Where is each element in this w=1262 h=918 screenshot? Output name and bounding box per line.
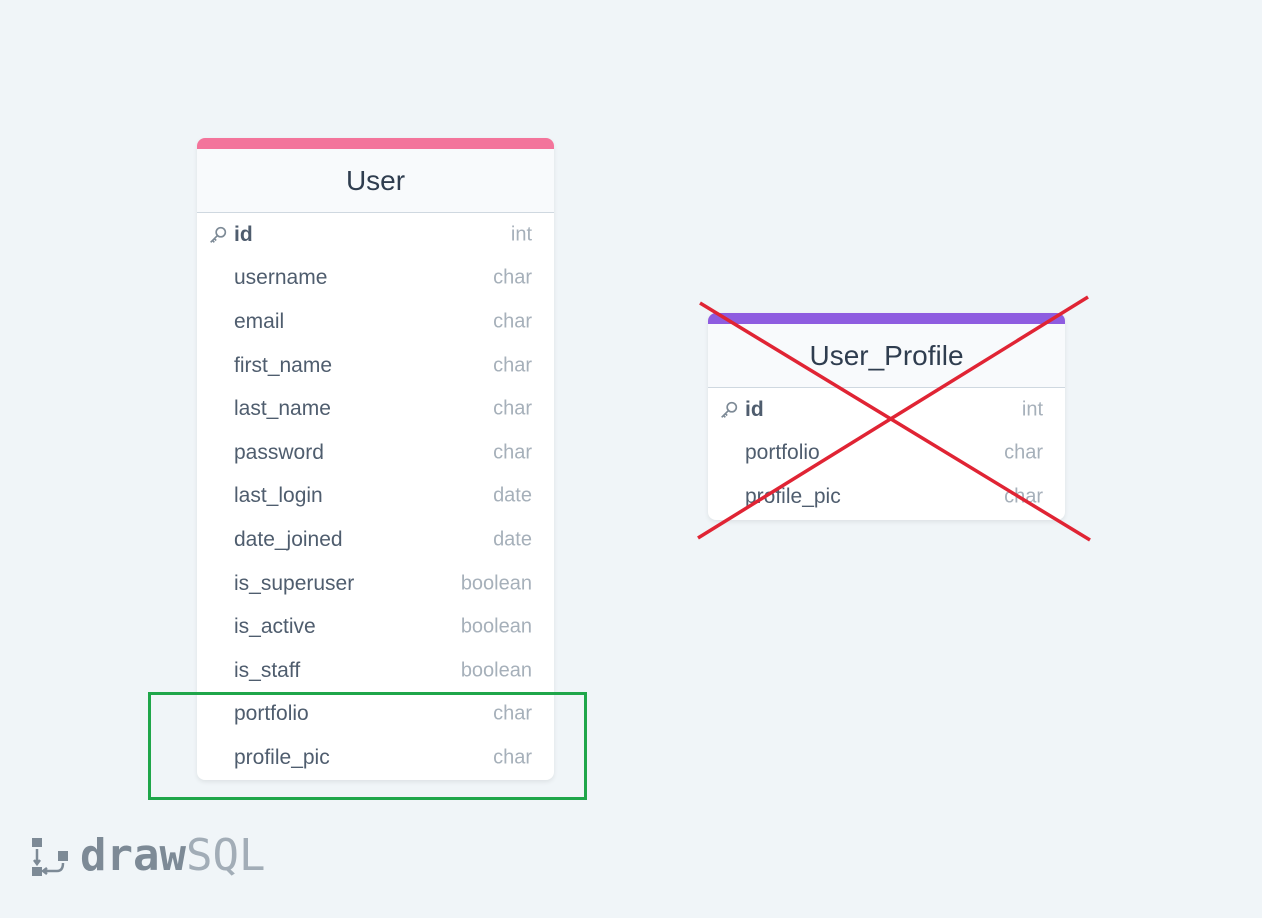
column-name: last_login xyxy=(234,484,323,508)
column-type: char xyxy=(493,441,532,464)
key-icon xyxy=(210,226,227,243)
table-title[interactable]: User_Profile xyxy=(708,324,1065,388)
column-type: char xyxy=(493,266,532,289)
table-row[interactable]: is_active boolean xyxy=(197,605,554,649)
column-type: char xyxy=(493,746,532,769)
column-type: date xyxy=(493,528,532,551)
logo-text-draw: draw xyxy=(80,830,186,881)
column-name: is_staff xyxy=(234,658,301,682)
table-accent-bar xyxy=(197,138,554,149)
column-name: id xyxy=(745,397,764,421)
column-type: boolean xyxy=(460,615,532,638)
column-name: username xyxy=(234,266,328,290)
column-name: profile_pic xyxy=(745,484,841,508)
column-type: char xyxy=(1004,485,1043,508)
table-row[interactable]: last_name char xyxy=(197,387,554,431)
column-type: int xyxy=(510,223,532,246)
column-type: int xyxy=(1021,398,1043,421)
cross-line xyxy=(699,301,1091,542)
column-name: portfolio xyxy=(234,702,309,726)
table-row[interactable]: email char xyxy=(197,300,554,344)
table-row[interactable]: id int xyxy=(708,388,1065,432)
column-name: last_name xyxy=(234,397,331,421)
column-name: is_superuser xyxy=(234,571,355,595)
table-row[interactable]: profile_pic char xyxy=(197,736,554,780)
table-row[interactable]: portfolio char xyxy=(708,432,1065,476)
column-name: first_name xyxy=(234,353,333,377)
highlight-box xyxy=(148,692,587,800)
table-row[interactable]: id int xyxy=(197,213,554,257)
table-row[interactable]: password char xyxy=(197,431,554,475)
column-name: is_active xyxy=(234,615,316,639)
cross-line xyxy=(697,295,1089,540)
column-type: char xyxy=(493,310,532,333)
column-name: password xyxy=(234,440,324,464)
logo-text-sql: SQL xyxy=(185,830,266,881)
table-row[interactable]: is_superuser boolean xyxy=(197,562,554,606)
column-type: date xyxy=(493,484,532,507)
table-row[interactable]: username char xyxy=(197,257,554,301)
column-type: char xyxy=(1004,441,1043,464)
table-user[interactable]: User id int username char email char fir… xyxy=(197,138,554,780)
column-type: boolean xyxy=(460,659,532,682)
table-row[interactable]: portfolio char xyxy=(197,693,554,737)
column-type: char xyxy=(493,397,532,420)
drawsql-logo-icon xyxy=(32,837,68,876)
column-name: portfolio xyxy=(745,441,820,465)
table-row[interactable]: is_staff boolean xyxy=(197,649,554,693)
column-name: email xyxy=(234,309,285,333)
table-row[interactable]: last_login date xyxy=(197,475,554,519)
column-type: boolean xyxy=(460,572,532,595)
column-name: profile_pic xyxy=(234,745,330,769)
table-row[interactable]: profile_pic char xyxy=(708,475,1065,519)
table-row[interactable]: date_joined date xyxy=(197,518,554,562)
column-name: id xyxy=(234,222,253,246)
table-accent-bar xyxy=(708,313,1065,324)
column-type: char xyxy=(493,354,532,377)
column-name: date_joined xyxy=(234,527,343,551)
table-title[interactable]: User xyxy=(197,149,554,213)
table-row[interactable]: first_name char xyxy=(197,344,554,388)
key-icon xyxy=(721,401,738,418)
column-type: char xyxy=(493,702,532,725)
